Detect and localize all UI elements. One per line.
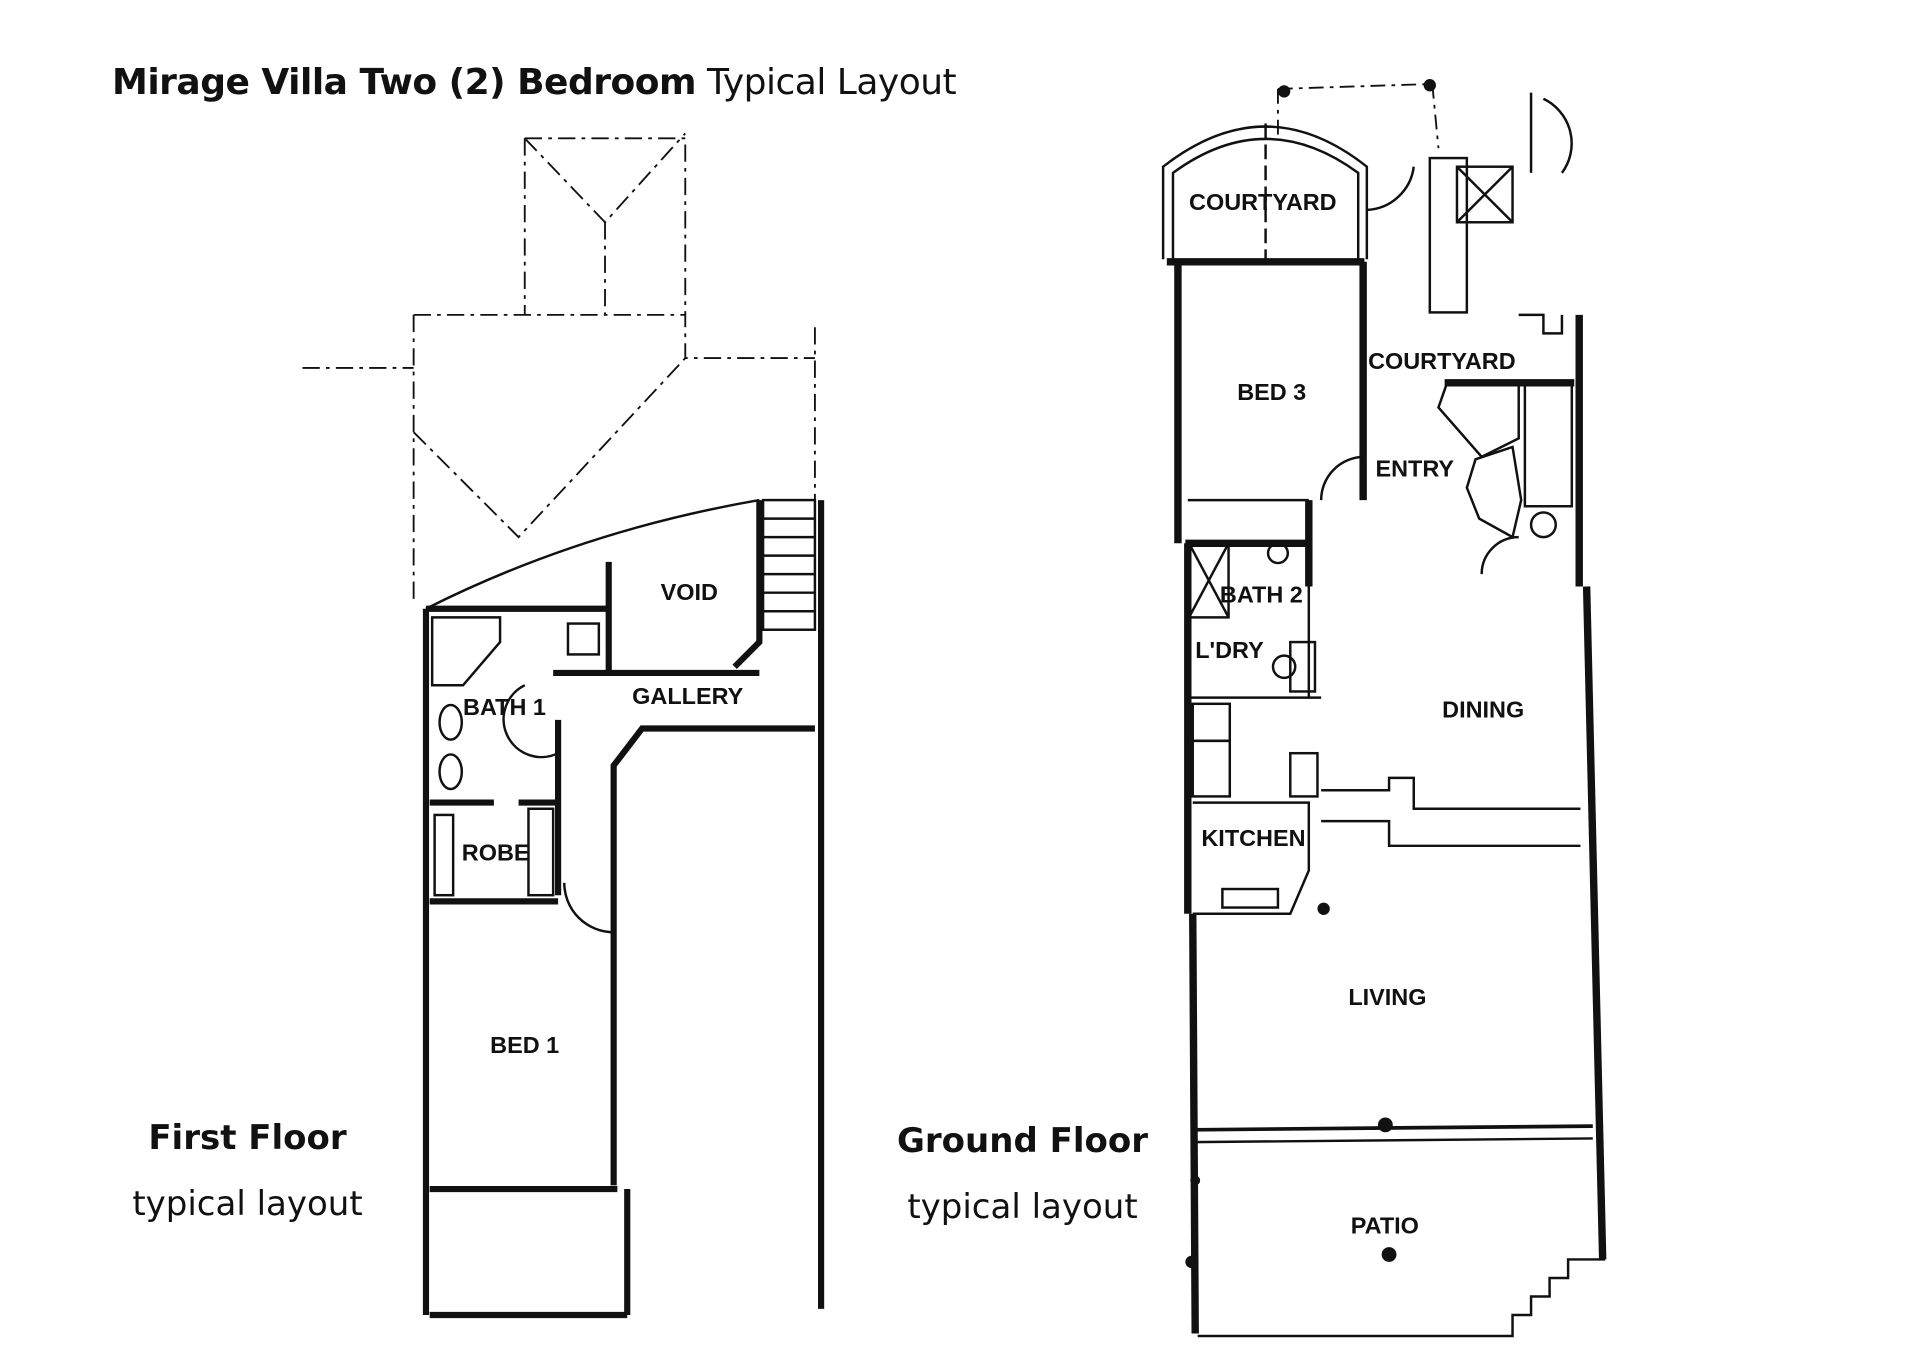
staircase	[761, 498, 817, 631]
ground-floor-subheading: typical layout	[907, 1187, 1138, 1227]
title-regular: Typical Layout	[706, 62, 957, 103]
room-label-gallery: GALLERY	[632, 683, 743, 709]
room-label-courtyard-front: COURTYARD	[1189, 189, 1337, 215]
room-label-robe: ROBE	[462, 840, 530, 866]
first-floor-fixtures	[430, 498, 817, 934]
page-title: Mirage Villa Two (2) Bedroom Typical Lay…	[112, 62, 957, 103]
room-label-entry: ENTRY	[1375, 456, 1454, 482]
boundary-lines	[1277, 83, 1440, 149]
ground-floor-heading: Ground Floor	[897, 1121, 1148, 1161]
roof-outline	[302, 132, 816, 606]
room-label-courtyard-side: COURTYARD	[1368, 348, 1516, 374]
void-curve	[425, 498, 760, 610]
first-floor-walls	[422, 500, 825, 1319]
room-label-patio: PATIO	[1351, 1213, 1419, 1239]
room-label-bed-3: BED 3	[1237, 379, 1306, 405]
room-label-bath-2: BATH 2	[1220, 582, 1303, 608]
ground-floor-fixtures	[1187, 92, 1606, 1338]
ground-floor-walls	[1166, 258, 1607, 1334]
room-label-kitchen: KITCHEN	[1201, 825, 1305, 851]
room-label-dining: DINING	[1442, 696, 1524, 722]
first-floor-plan: VOID BATH 1 GALLERY ROBE BED 1	[302, 132, 825, 1319]
first-floor-caption: First Floor typical layout	[110, 1118, 385, 1224]
room-label-void: VOID	[661, 579, 718, 605]
first-floor-subheading: typical layout	[132, 1184, 363, 1224]
courtyard-arch	[1161, 123, 1369, 260]
room-label-laundry: L'DRY	[1195, 637, 1264, 663]
ground-floor-caption: Ground Floor typical layout	[885, 1121, 1160, 1227]
room-label-living: LIVING	[1348, 984, 1426, 1010]
title-bold: Mirage Villa Two (2) Bedroom	[112, 62, 696, 103]
first-floor-heading: First Floor	[148, 1118, 347, 1158]
room-label-bed-1: BED 1	[490, 1032, 559, 1058]
ground-floor-plan: COURTYARD BED 3 COURTYARD ENTRY BATH 2 L…	[1161, 79, 1607, 1338]
room-label-bath-1: BATH 1	[463, 694, 546, 720]
